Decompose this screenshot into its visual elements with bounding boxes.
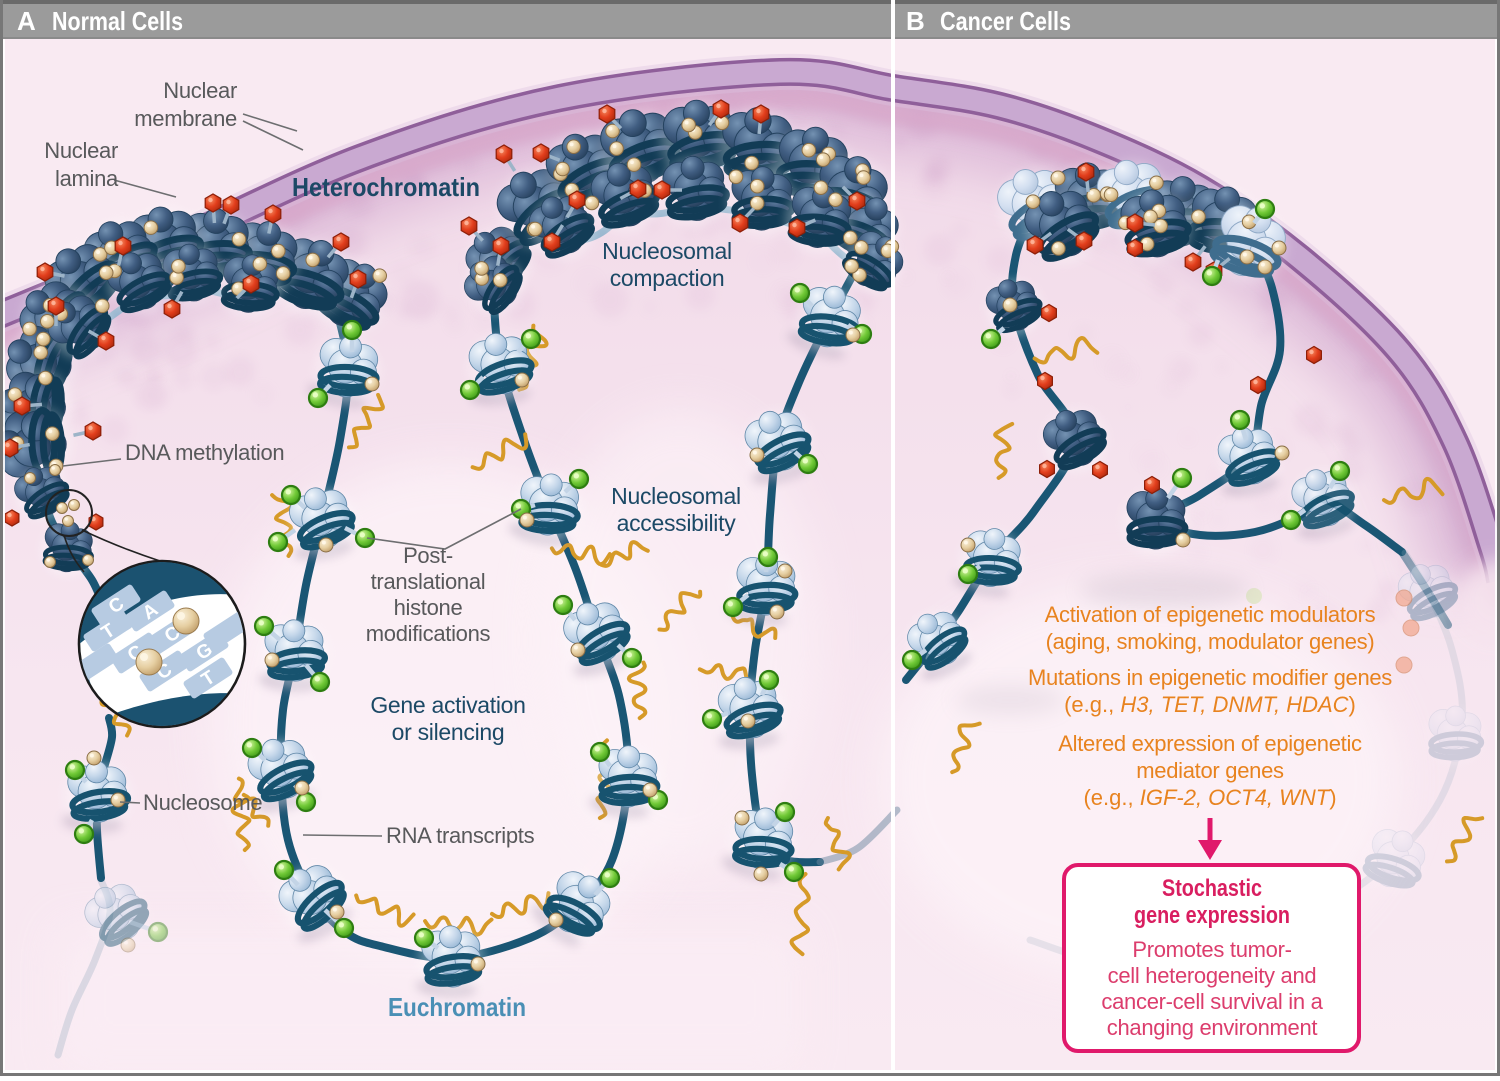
svg-text:cell heterogeneity and: cell heterogeneity and: [1108, 963, 1317, 988]
svg-text:Nuclear: Nuclear: [163, 78, 237, 103]
svg-text:Nuclear: Nuclear: [44, 138, 118, 163]
svg-text:Nucleosomal: Nucleosomal: [611, 483, 741, 509]
svg-text:Stochastic: Stochastic: [1162, 875, 1262, 902]
svg-text:Activation of epigenetic modul: Activation of epigenetic modulators: [1045, 602, 1376, 627]
svg-text:or silencing: or silencing: [392, 719, 505, 745]
svg-text:(aging, smoking, modulator gen: (aging, smoking, modulator genes): [1046, 629, 1375, 654]
svg-text:translational: translational: [371, 569, 486, 594]
svg-text:Promotes tumor-: Promotes tumor-: [1132, 937, 1291, 962]
svg-text:histone: histone: [394, 595, 463, 620]
svg-text:Mutations in epigenetic modifi: Mutations in epigenetic modifier genes: [1028, 665, 1392, 690]
svg-text:Gene activation: Gene activation: [370, 692, 525, 718]
svg-text:Euchromatin: Euchromatin: [388, 992, 526, 1022]
svg-text:mediator genes: mediator genes: [1136, 758, 1284, 783]
svg-text:Cancer Cells: Cancer Cells: [940, 6, 1071, 36]
svg-text:membrane: membrane: [134, 106, 237, 131]
svg-text:DNA methylation: DNA methylation: [125, 440, 284, 465]
svg-text:RNA transcripts: RNA transcripts: [386, 823, 535, 848]
svg-text:A: A: [17, 6, 36, 36]
svg-text:Nucleosomal: Nucleosomal: [602, 238, 732, 264]
svg-text:gene expression: gene expression: [1134, 902, 1290, 929]
svg-text:Heterochromatin: Heterochromatin: [292, 172, 480, 202]
svg-text:Nucleosome: Nucleosome: [143, 790, 262, 815]
svg-text:changing environment: changing environment: [1107, 1015, 1318, 1040]
svg-text:Normal Cells: Normal Cells: [52, 6, 183, 36]
svg-text:(e.g., IGF-2, OCT4, WNT): (e.g., IGF-2, OCT4, WNT): [1083, 785, 1336, 810]
svg-text:accessibility: accessibility: [617, 510, 737, 536]
svg-text:(e.g., H3, TET, DNMT, HDAC): (e.g., H3, TET, DNMT, HDAC): [1064, 692, 1356, 717]
svg-text:Post-: Post-: [403, 543, 453, 568]
svg-text:modifications: modifications: [366, 621, 491, 646]
svg-text:Altered expression of epigenet: Altered expression of epigenetic: [1058, 731, 1362, 756]
svg-text:cancer-cell survival in a: cancer-cell survival in a: [1101, 989, 1323, 1014]
svg-text:compaction: compaction: [610, 265, 725, 291]
svg-text:B: B: [906, 6, 925, 36]
svg-text:lamina: lamina: [55, 166, 119, 191]
